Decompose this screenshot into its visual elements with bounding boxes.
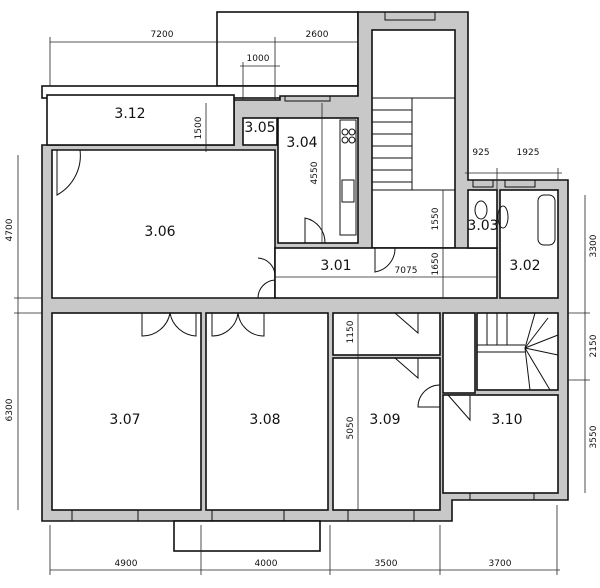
room-label-3-04: 3.04 bbox=[286, 135, 317, 151]
dim-1550: 1550 bbox=[431, 207, 441, 230]
dim-3550: 3550 bbox=[589, 425, 599, 448]
room-label-3-02: 3.02 bbox=[509, 258, 540, 274]
kitchen-fixtures bbox=[339, 119, 556, 246]
windows bbox=[71, 11, 536, 522]
room-label-3-03: 3.03 bbox=[467, 218, 498, 234]
room-3-05 bbox=[242, 117, 278, 146]
hall bbox=[332, 312, 441, 356]
room-3-10 bbox=[442, 394, 559, 494]
dim-1000: 1000 bbox=[247, 54, 270, 64]
room-label-3-07: 3.07 bbox=[109, 412, 140, 428]
dim-1650: 1650 bbox=[431, 252, 441, 275]
dim-3500: 3500 bbox=[375, 559, 398, 569]
room-label-3-09: 3.09 bbox=[369, 412, 400, 428]
room-label-3-05: 3.05 bbox=[244, 120, 275, 136]
dim-1925: 1925 bbox=[517, 148, 540, 158]
dim-2600: 2600 bbox=[306, 30, 329, 40]
dimension-lines bbox=[14, 37, 590, 575]
dim-3700: 3700 bbox=[489, 559, 512, 569]
dim-7200: 7200 bbox=[151, 30, 174, 40]
dim-6300: 6300 bbox=[5, 398, 15, 421]
dim-4000: 4000 bbox=[255, 559, 278, 569]
dim-7075: 7075 bbox=[395, 266, 418, 276]
dim-1150: 1150 bbox=[346, 320, 356, 343]
room-label-3-01: 3.01 bbox=[320, 258, 351, 274]
balcony bbox=[173, 520, 321, 552]
stair-treads bbox=[372, 97, 559, 391]
dim-4900: 4900 bbox=[115, 559, 138, 569]
stairwell bbox=[371, 29, 456, 249]
room-3-01 bbox=[274, 247, 498, 299]
room-label-3-08: 3.08 bbox=[249, 412, 280, 428]
dim-1500: 1500 bbox=[194, 116, 204, 139]
corridor bbox=[442, 312, 476, 394]
upper-annex bbox=[216, 11, 359, 87]
room-3-09 bbox=[332, 357, 441, 511]
room-3-08 bbox=[205, 312, 329, 511]
dim-5050: 5050 bbox=[346, 416, 356, 439]
dim-3300: 3300 bbox=[589, 234, 599, 257]
room-3-12 bbox=[46, 94, 235, 146]
room-label-3-12: 3.12 bbox=[114, 106, 145, 122]
room-label-3-06: 3.06 bbox=[144, 224, 175, 240]
dim-4700: 4700 bbox=[5, 218, 15, 241]
dim-2150: 2150 bbox=[589, 334, 599, 357]
dim-4550: 4550 bbox=[310, 161, 320, 184]
room-3-03 bbox=[467, 189, 498, 249]
dim-925: 925 bbox=[472, 148, 489, 158]
room-3-07 bbox=[51, 312, 202, 511]
door-swings bbox=[56, 149, 471, 422]
room-label-3-10: 3.10 bbox=[491, 412, 522, 428]
room-3-02 bbox=[499, 189, 559, 299]
